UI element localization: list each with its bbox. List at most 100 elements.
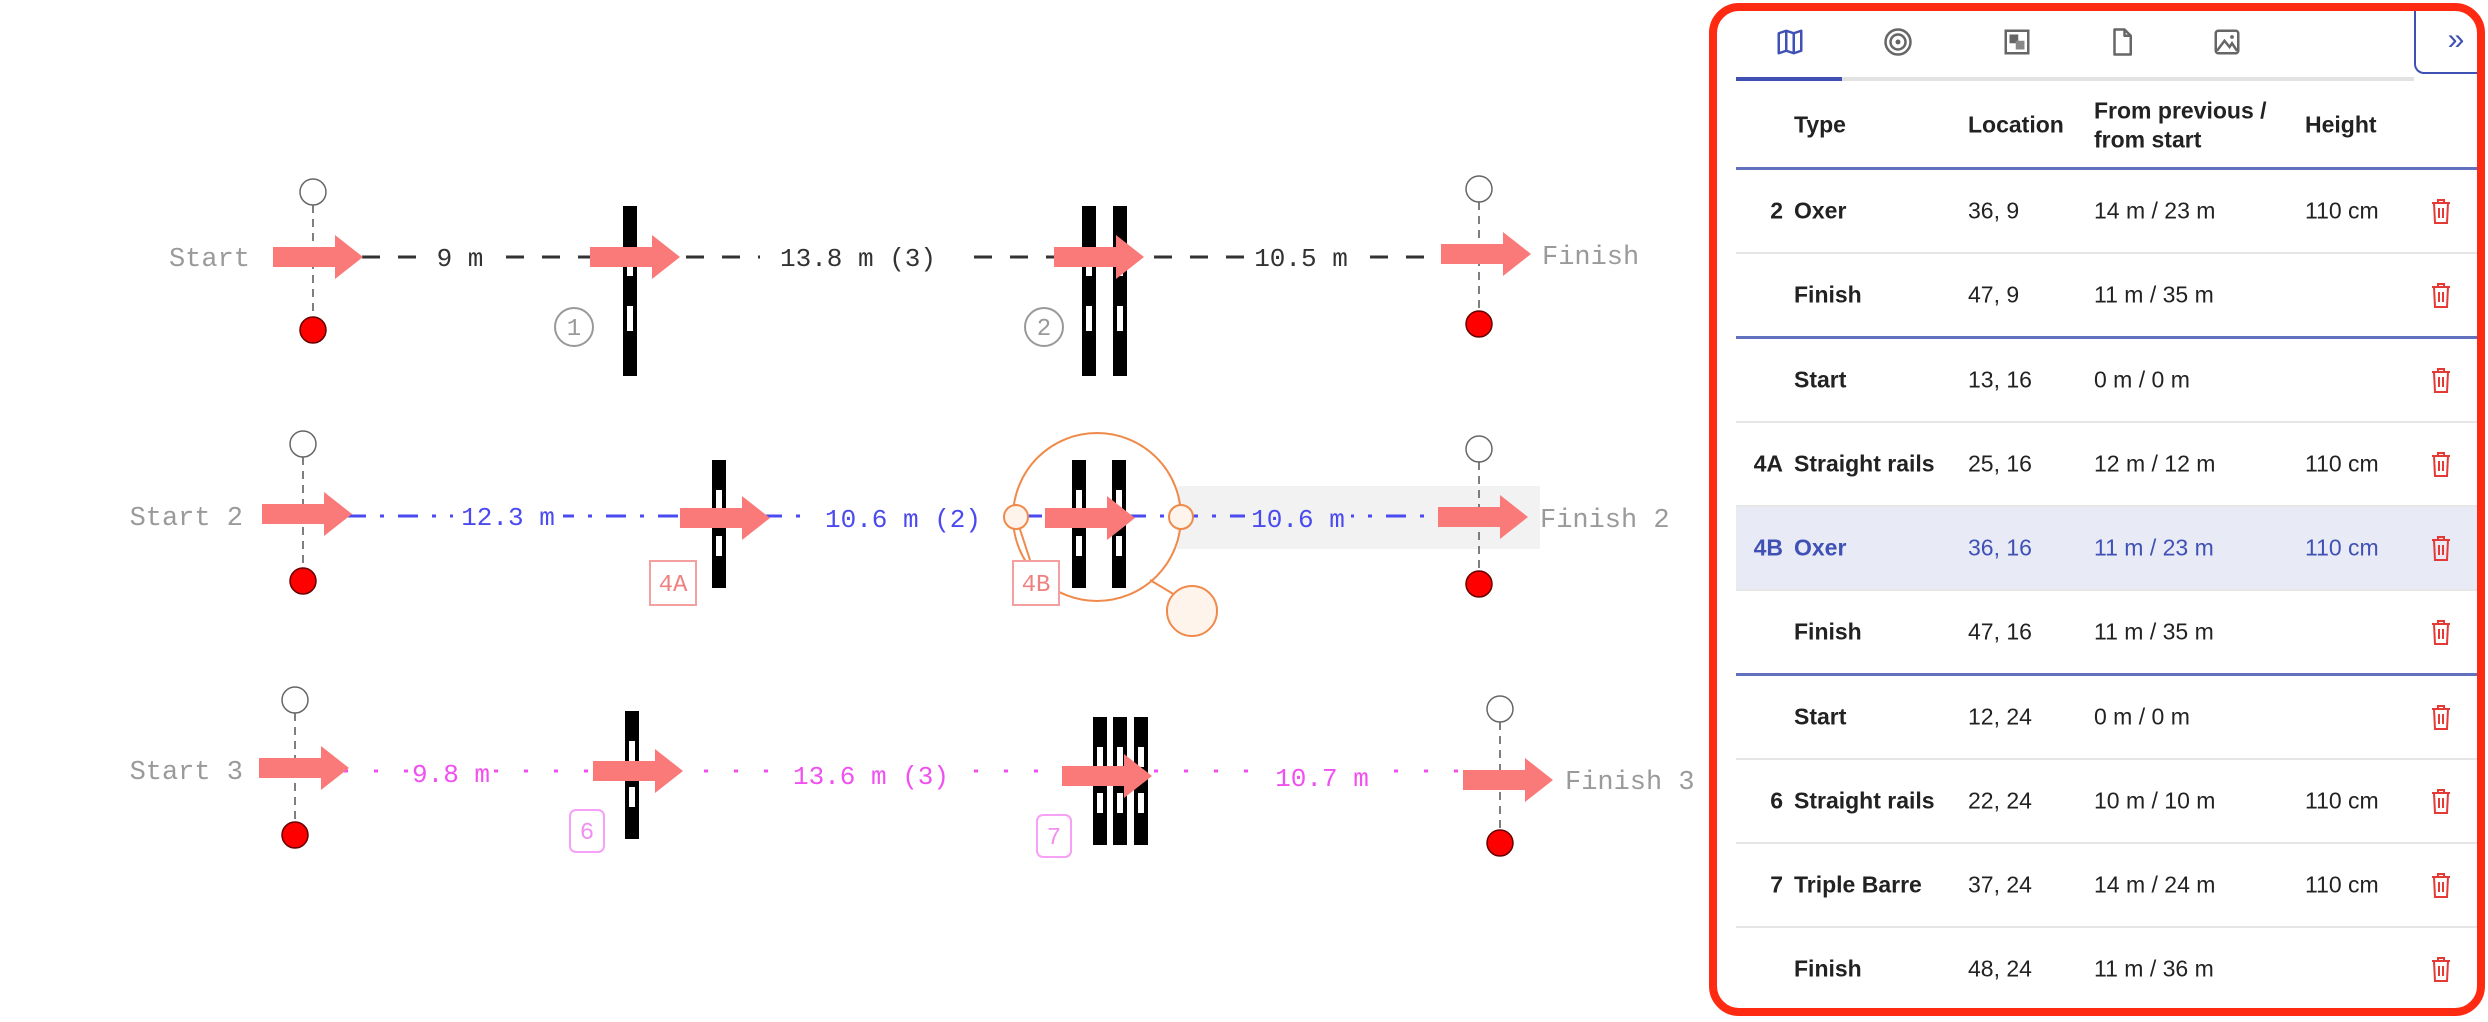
delete-button[interactable] bbox=[2429, 534, 2453, 562]
finish-flag-red-icon[interactable] bbox=[1486, 829, 1514, 857]
obstacle-distance: 14 m / 23 m bbox=[2094, 197, 2216, 224]
trash-icon bbox=[2432, 536, 2450, 561]
tab-layers[interactable] bbox=[1992, 19, 2042, 65]
tab-map[interactable] bbox=[1765, 19, 1815, 65]
resize-handle-left[interactable] bbox=[1003, 504, 1029, 530]
trash-icon bbox=[2432, 705, 2450, 730]
start-gate-2[interactable] bbox=[289, 430, 317, 595]
obstacle-type: Start bbox=[1794, 366, 1847, 393]
finish-flag-red-icon[interactable] bbox=[1465, 570, 1493, 598]
jump-number-badge[interactable] bbox=[649, 560, 697, 606]
obstacle-distance: 10 m / 10 m bbox=[2094, 787, 2216, 814]
obstacle-location: 22, 24 bbox=[1968, 787, 2032, 814]
obstacle-distance: 0 m / 0 m bbox=[2094, 703, 2190, 730]
resize-handle-right[interactable] bbox=[1168, 504, 1194, 530]
obstacle-type: Straight rails bbox=[1794, 450, 1935, 477]
rotate-handle[interactable] bbox=[1166, 585, 1218, 637]
jump-1[interactable] bbox=[623, 206, 637, 376]
delete-button[interactable] bbox=[2429, 618, 2453, 646]
start-flag-white-icon[interactable] bbox=[299, 178, 327, 206]
jump-number: 2 bbox=[1037, 316, 1051, 343]
delete-button[interactable] bbox=[2429, 281, 2453, 309]
obstacle-location: 48, 24 bbox=[1968, 955, 2032, 982]
collapse-panel-button[interactable]: » bbox=[2414, 11, 2477, 74]
trash-icon bbox=[2432, 873, 2450, 898]
jump-number-badge[interactable] bbox=[1024, 307, 1064, 347]
finish-flag-white-icon[interactable] bbox=[1465, 435, 1493, 463]
header-type: Type bbox=[1794, 111, 1846, 138]
start-gate-3[interactable] bbox=[281, 686, 309, 849]
start-flag-red-icon[interactable] bbox=[281, 821, 309, 849]
trash-icon bbox=[2432, 452, 2450, 477]
finish-flag-red-icon[interactable] bbox=[1465, 310, 1493, 338]
finish-flag-white-icon[interactable] bbox=[1486, 695, 1514, 723]
delete-button[interactable] bbox=[2429, 703, 2453, 731]
finish-gate-2[interactable] bbox=[1465, 435, 1493, 598]
jump-4b-selected[interactable] bbox=[1003, 432, 1218, 637]
obstacle-number: 4B bbox=[1753, 534, 1783, 561]
finish-flag-white-icon[interactable] bbox=[1465, 175, 1493, 203]
delete-button[interactable] bbox=[2429, 366, 2453, 394]
direction-arrow-icon bbox=[262, 492, 352, 536]
start-flag-white-icon[interactable] bbox=[281, 686, 309, 714]
obstacle-distance: 14 m / 24 m bbox=[2094, 871, 2216, 898]
jump-number-badge[interactable] bbox=[569, 809, 605, 853]
header-location: Location bbox=[1968, 111, 2064, 138]
start-gate-1[interactable] bbox=[299, 178, 327, 344]
delete-button[interactable] bbox=[2429, 787, 2453, 815]
distance-label: 13.8 m (3) bbox=[780, 244, 936, 274]
obstacle-distance: 11 m / 35 m bbox=[2094, 618, 2214, 645]
delete-button[interactable] bbox=[2429, 197, 2453, 225]
obstacle-number: 2 bbox=[1770, 197, 1783, 224]
start-flag-red-icon[interactable] bbox=[299, 316, 327, 344]
course-line-3[interactable]: Start 3 9.8 m 6 13.6 m (3) 7 10.7 m Fini… bbox=[130, 686, 1695, 858]
trash-icon bbox=[2432, 789, 2450, 814]
jump-2[interactable] bbox=[1082, 206, 1127, 376]
start-flag-red-icon[interactable] bbox=[289, 567, 317, 595]
finish-gate-3[interactable] bbox=[1486, 695, 1514, 857]
obstacle-distance: 11 m / 35 m bbox=[2094, 281, 2214, 308]
jump-number: 4B bbox=[1022, 572, 1051, 599]
finish-label: Finish 2 bbox=[1540, 506, 1670, 536]
obstacle-number: 7 bbox=[1770, 871, 1783, 898]
course-line-1[interactable]: Start 9 m 1 13.8 m (3) 2 10.5 m Finish bbox=[169, 175, 1639, 376]
start-flag-white-icon[interactable] bbox=[289, 430, 317, 458]
obstacle-type: Finish bbox=[1794, 618, 1862, 645]
jump-number-badge[interactable] bbox=[1012, 560, 1060, 606]
obstacle-height: 110 cm bbox=[2305, 197, 2379, 224]
obstacle-number: 6 bbox=[1770, 787, 1783, 814]
tab-image[interactable] bbox=[2202, 19, 2252, 65]
course-canvas[interactable]: Start 9 m 1 13.8 m (3) 2 10.5 m Finish bbox=[0, 0, 1709, 1022]
target-icon bbox=[1884, 28, 1912, 56]
delete-button[interactable] bbox=[2429, 450, 2453, 478]
obstacle-location: 37, 24 bbox=[1968, 871, 2032, 898]
obstacle-location: 13, 16 bbox=[1968, 366, 2032, 393]
obstacle-location: 36, 16 bbox=[1968, 534, 2032, 561]
tab-file[interactable] bbox=[2097, 19, 2147, 65]
table-row[interactable]: Finish 47, 9 11 m / 35 m bbox=[1736, 254, 2477, 339]
jump-number-badge[interactable] bbox=[1036, 814, 1072, 858]
direction-arrow-icon bbox=[259, 746, 349, 790]
jump-number-badge[interactable] bbox=[554, 307, 594, 347]
distance-label: 9.8 m bbox=[412, 760, 490, 790]
obstacle-location: 47, 9 bbox=[1968, 281, 2020, 308]
obstacle-height: 110 cm bbox=[2305, 450, 2379, 477]
delete-button[interactable] bbox=[2429, 955, 2453, 983]
obstacle-type: Finish bbox=[1794, 281, 1862, 308]
tab-target[interactable] bbox=[1873, 19, 1923, 65]
distance-label: 10.7 m bbox=[1275, 764, 1369, 794]
finish-gate-1[interactable] bbox=[1465, 175, 1493, 338]
delete-button[interactable] bbox=[2429, 871, 2453, 899]
course-line-2[interactable]: Start 2 12.3 m 4A 10.6 m (2) 4B 10.6 m bbox=[130, 430, 1670, 637]
finish-label: Finish bbox=[1542, 243, 1639, 273]
obstacle-distance: 11 m / 36 m bbox=[2094, 955, 2214, 982]
